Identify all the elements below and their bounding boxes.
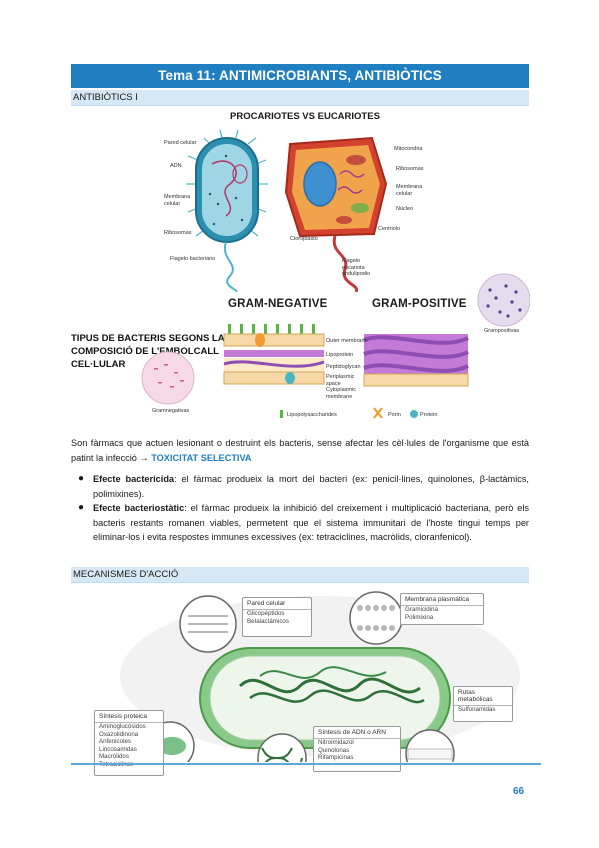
gram-positive-micrograph <box>477 273 530 327</box>
bullet-dot: ● <box>78 502 85 513</box>
caption-line-1: TIPUS DE BACTERIS SEGONS LA <box>71 333 225 344</box>
box-pared-celular: Pared celular Glicopéptidos Betalactámic… <box>242 597 312 637</box>
proteica-item-aminoglucosidos: Aminoglucósidos <box>99 723 146 730</box>
gram-negative-heading: GRAM-NEGATIVE <box>228 298 328 310</box>
eukaryote-cell-drawing <box>284 136 388 292</box>
legend-lipopolysaccharides: Lipopolysaccharides <box>287 412 337 418</box>
legend-protein: Protein <box>420 412 438 418</box>
layer-periplasmic-space: Periplasmic space <box>326 374 355 387</box>
zoom-dna <box>257 733 307 762</box>
pared-item-betalactamicos: Betalactámicos <box>247 617 289 625</box>
micrograph-label-grampositivas: Grampositivas <box>484 328 520 334</box>
label-membrana-celular-right: Membrana celular <box>396 184 423 197</box>
proteica-item-lincosamidas: Lincosamidas <box>99 745 137 753</box>
bullet-bacteriostatic: ● Efecte bacteriostàtic: el fàrmac produ… <box>78 501 529 545</box>
box-sintesis-proteica: Síntesis proteica Aminoglucósidos Oxazol… <box>94 710 164 776</box>
legend-porin: Porin <box>388 412 401 418</box>
label-cloroplasto: Cloroplasto <box>290 236 318 242</box>
bullet-dot: ● <box>78 473 85 484</box>
section-heading-antibiotics: ANTIBIÒTICS I <box>71 90 529 106</box>
label-ribosomas-right: Ribosomas <box>396 166 424 172</box>
adn-item-rifampicinas: Rifampicinas <box>318 754 354 762</box>
box-sintesis-adn: Síntesis de ADN o ARN Nitroimidazol Quin… <box>313 726 401 772</box>
rutas-item-sulfonamidas: Sulfonamidas <box>458 706 496 713</box>
box-rutas-title: Rutas metabólicas <box>454 687 512 706</box>
bullet-bacteriostatic-term: Efecte bacteriostàtic <box>93 503 185 513</box>
gram-legend-shapes <box>280 407 418 419</box>
gram-envelope-illustration <box>141 273 530 419</box>
gram-negative-envelope <box>223 324 325 385</box>
bullet-bactericida-term: Efecte bactericida <box>93 474 175 484</box>
section-heading-mechanisms: MECANISMES D'ACCIÓ <box>71 567 529 583</box>
gram-negative-micrograph <box>141 351 195 405</box>
caption-line-2: COMPOSICIÓ DE L'EMBOLCALL <box>71 346 219 357</box>
adn-item-quinolonas: Quinolonas <box>318 746 350 754</box>
intro-paragraph: Son fàrmacs que actuen lesionant o destr… <box>71 436 529 466</box>
prokaryote-cell-drawing <box>186 129 268 292</box>
layer-cytoplasmic-membrane: Cytoplasmic membrane <box>326 387 356 400</box>
label-pared-celular: Pared celular <box>164 140 197 146</box>
box-membrana-title: Membrana plasmática <box>401 594 483 606</box>
label-ribosomas-left: Ribosomas <box>164 230 192 236</box>
prokaryote-eukaryote-illustration <box>186 129 388 292</box>
zoom-membrane <box>349 591 403 645</box>
box-rutas-metabolicas: Rutas metabólicas Sulfonamidas <box>453 686 513 722</box>
mechanisms-illustration <box>120 591 520 762</box>
layer-outer-membrane: Outer membrane <box>326 338 368 344</box>
selective-toxicity-highlight: TOXICITAT SELECTIVA <box>151 453 252 463</box>
pared-item-glicopeptidos: Glicopéptidos <box>247 610 285 617</box>
label-adn: ADN <box>170 163 182 169</box>
layer-peptidoglycan: Peptidoglycan <box>326 364 361 370</box>
proteica-item-oxazolidinona: Oxazolidinona <box>99 730 139 738</box>
label-mitocondria: Mitocondria <box>394 146 423 152</box>
bacterium-drawing <box>199 647 451 749</box>
bullet-bacteriostatic-text: : el fàrmac produeix la inhibició del cr… <box>93 503 529 543</box>
membrana-item-polimixina: Polimixina <box>405 613 434 621</box>
gram-positive-heading: GRAM-POSITIVE <box>372 298 467 310</box>
label-membrana-celular-left: Membrana celular <box>164 194 191 207</box>
page-number: 66 <box>513 786 525 797</box>
box-sintesis-adn-title: Síntesis de ADN o ARN <box>314 727 400 739</box>
figure-title-prokaryote-eukaryote: PROCARIOTES VS EUCARIOTES <box>230 111 380 122</box>
bullet-bactericida: ● Efecte bactericida: el fàrmac produeix… <box>78 472 529 501</box>
figure-caption-cell-envelope: TIPUS DE BACTERIS SEGONS LA COMPOSICIÓ D… <box>71 332 225 371</box>
layer-lipoprotein: Lipoprotein <box>326 352 354 358</box>
box-membrana-plasmatica: Membrana plasmática Gramicidina Polimixi… <box>400 593 484 625</box>
micrograph-label-gramnegativas: Gramnegativas <box>152 408 190 414</box>
label-flagelo-bacteriano: Flagelo bacteriano <box>170 256 216 262</box>
intro-text: Son fàrmacs que actuen lesionant o destr… <box>71 438 529 463</box>
intro-arrow: → <box>136 453 152 463</box>
proteica-item-macrolidos: Macrólidos <box>99 753 129 761</box>
footer-rule <box>71 763 541 765</box>
gram-positive-envelope <box>363 334 469 387</box>
box-pared-celular-title: Pared celular <box>243 598 311 610</box>
label-flagelo-eucariota: Flagelo eucariota ondulipodio <box>342 258 371 277</box>
page-title: Tema 11: ANTIMICROBIANTS, ANTIBIÒTICS <box>71 64 529 88</box>
membrana-item-gramicidina: Gramicidina <box>405 606 439 613</box>
caption-line-3: CEL·LULAR <box>71 359 126 370</box>
label-nucleo: Núcleo <box>396 206 414 212</box>
label-centriolo: Centriolo <box>378 226 401 232</box>
proteica-item-anfenicoles: Anfenicoles <box>99 738 131 746</box>
box-sintesis-proteica-title: Síntesis proteica <box>95 711 163 723</box>
adn-item-nitroimidazol: Nitroimidazol <box>318 739 354 746</box>
bullet-bactericida-text: : el fàrmac produeix la mort del bacteri… <box>93 474 529 499</box>
